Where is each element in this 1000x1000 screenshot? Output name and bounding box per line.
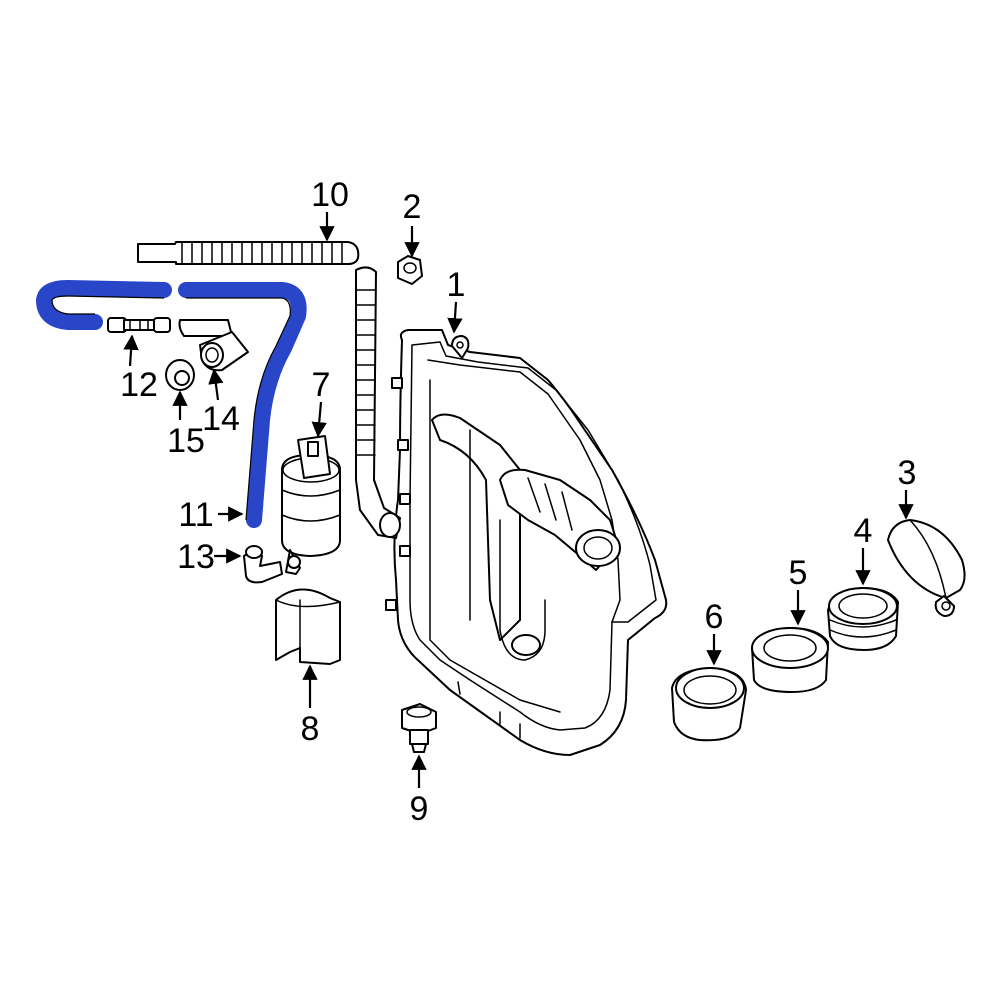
- hose-stub: [178, 319, 233, 337]
- callout-15[interactable]: 15: [167, 422, 205, 460]
- callout-2[interactable]: 2: [403, 188, 422, 226]
- callout-9[interactable]: 9: [410, 790, 429, 828]
- callout-1[interactable]: 1: [447, 266, 466, 304]
- callout-8[interactable]: 8: [301, 710, 320, 748]
- fitting-part-13[interactable]: [243, 545, 283, 584]
- arrow-1: [447, 301, 463, 334]
- callout-12[interactable]: 12: [120, 366, 158, 404]
- callout-7[interactable]: 7: [312, 366, 331, 404]
- grommet-part-15[interactable]: [165, 359, 195, 391]
- arrow-7: [311, 401, 327, 438]
- arrow-14: [208, 368, 224, 401]
- arrow-12: [123, 334, 139, 367]
- pump-part-7[interactable]: [281, 435, 341, 575]
- nut-part-2[interactable]: [397, 255, 423, 285]
- callout-14[interactable]: 14: [202, 400, 240, 438]
- cap-part-3[interactable]: [887, 519, 966, 617]
- callout-labels: 1 2 3 4 5 6 7 8 9 10 11 12 13 14 15: [120, 176, 916, 828]
- seal-part-5[interactable]: [751, 627, 829, 693]
- sleeve-part-8[interactable]: [275, 588, 341, 665]
- cap-part-6[interactable]: [671, 667, 747, 742]
- callout-13[interactable]: 13: [177, 538, 215, 576]
- elbow-part-14[interactable]: [199, 331, 249, 372]
- bolt-part-9[interactable]: [401, 703, 437, 753]
- reservoir-part-1[interactable]: [385, 329, 668, 756]
- corrugated-hose-part-10[interactable]: [137, 241, 401, 539]
- callout-10[interactable]: 10: [311, 176, 349, 214]
- filler-ring-part-4[interactable]: [827, 587, 899, 651]
- hose-part-11[interactable]: [35, 279, 307, 528]
- connector-part-12[interactable]: [107, 317, 171, 333]
- callout-arrows: [123, 212, 914, 788]
- callout-4[interactable]: 4: [854, 512, 873, 550]
- callout-6[interactable]: 6: [705, 598, 724, 636]
- callout-5[interactable]: 5: [789, 554, 808, 592]
- callout-11[interactable]: 11: [178, 496, 213, 534]
- callout-3[interactable]: 3: [898, 454, 917, 492]
